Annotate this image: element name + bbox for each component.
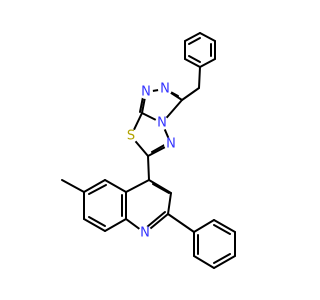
nitrogen-atom: N (155, 116, 169, 131)
nitrogen-atom: N (138, 226, 152, 241)
atom-label-n3: N (157, 116, 167, 131)
bond (104, 179, 127, 193)
bond (181, 87, 200, 101)
atom-label-n2: N (141, 85, 151, 100)
bond (88, 216, 106, 227)
bond (213, 224, 231, 235)
bond (213, 253, 231, 264)
bond (152, 183, 170, 194)
bond (139, 96, 144, 113)
nitrogen-atom: N (139, 85, 153, 100)
atom-label-n4: N (166, 137, 176, 152)
nitrogen-atom: N (158, 82, 172, 97)
bond (188, 37, 201, 45)
bond (184, 58, 201, 68)
bond (184, 32, 201, 42)
bond (213, 255, 236, 269)
bond (188, 55, 201, 63)
bond (146, 211, 166, 228)
atom-label-n1: N (160, 82, 170, 97)
atom-labels: N N N N S N (124, 82, 178, 241)
atom-label-n5: N (140, 226, 150, 241)
bond (199, 58, 216, 68)
bond (83, 218, 106, 232)
bond (199, 32, 216, 42)
bond (88, 184, 107, 195)
bond (83, 179, 106, 193)
nitrogen-atom: N (164, 137, 178, 152)
bond (193, 219, 215, 233)
bond (61, 179, 85, 193)
bond (198, 66, 201, 89)
canvas-background (0, 0, 300, 300)
bond (147, 155, 150, 181)
atom-label-s1: S (127, 129, 135, 144)
bond (125, 179, 150, 193)
bond (193, 255, 215, 269)
bond (104, 218, 127, 232)
bond (167, 192, 172, 215)
molecule-structure: N N N N S N (0, 0, 300, 300)
sulfur-atom: S (124, 129, 138, 144)
bond (213, 219, 236, 233)
bond (167, 213, 195, 233)
bond (148, 179, 172, 194)
